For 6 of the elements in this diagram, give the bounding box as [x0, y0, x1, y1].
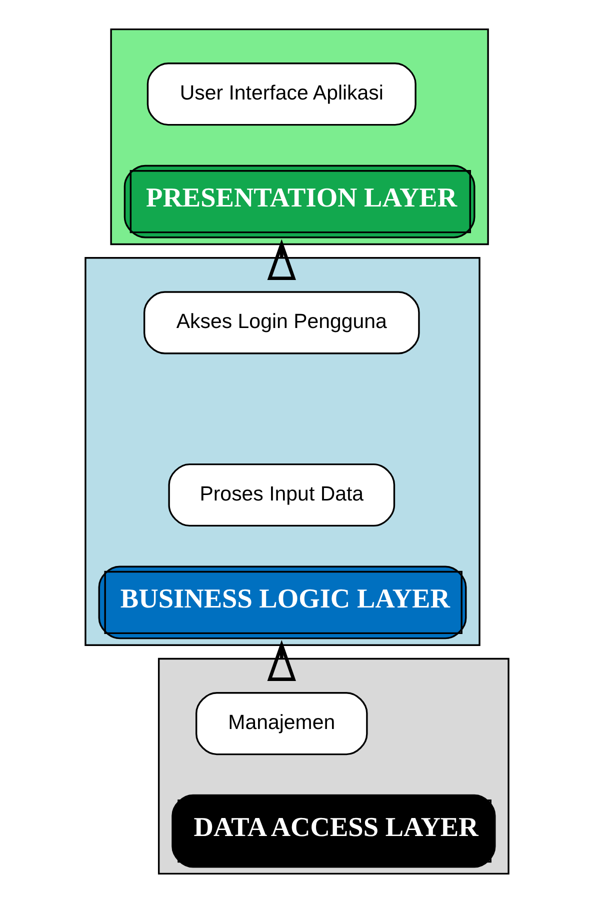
node-box: User Interface Aplikasi: [146, 62, 416, 126]
node-box: Manajemen: [195, 692, 368, 756]
arrow: [266, 239, 296, 280]
node-box: Proses Input Data: [168, 463, 395, 527]
arrow: [266, 640, 296, 681]
node-box: Akses Login Pengguna: [142, 291, 420, 354]
